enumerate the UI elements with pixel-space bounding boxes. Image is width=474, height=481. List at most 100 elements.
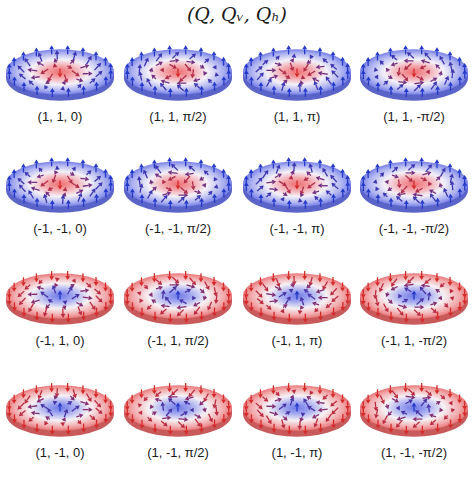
arrow-shaft [80,66,85,68]
arrow-shaft [363,289,364,294]
arrow-head [87,397,91,402]
arrow-head [415,188,420,192]
arrow-head [366,169,371,173]
spin-arrow [137,291,142,296]
arrow-head [303,289,308,293]
arrow-head [98,410,103,414]
arrow-head [177,305,181,310]
arrow-shaft [398,68,400,73]
arrow-shaft [154,312,155,317]
arrow-shaft [131,61,132,66]
spin-arrow [361,182,366,191]
spin-arrow [331,277,336,286]
spin-arrow [406,175,413,182]
arrow-shaft [290,63,292,68]
spin-arrow [445,76,449,85]
arrow-head [155,165,159,170]
arrow-shaft [152,189,154,191]
arrow-head [19,73,24,77]
spin-arrow [420,65,426,69]
arrow-head [331,51,336,55]
spin-arrow [72,167,76,172]
arrow-shaft [144,285,145,286]
arrow-head [77,84,81,89]
arrow-head [125,301,130,305]
arrow-shaft [9,296,10,301]
arrow-head [403,304,408,309]
arrow-shaft [316,80,320,82]
spin-arrow [130,169,135,178]
arrow-shaft [301,84,303,85]
spin-arrow [431,81,437,89]
spin-arrow [286,296,291,304]
arrow-head [361,70,366,74]
arrow-head [94,51,99,55]
spin-arrow [388,75,393,79]
arrow-shaft [161,198,165,203]
arrow-shaft [419,188,423,190]
arrow-head [38,395,42,400]
arrow-shaft [170,64,174,66]
spin-arrow [281,82,286,91]
arrow-shaft [223,80,224,85]
spin-arrow [183,157,188,166]
spin-arrow [366,189,371,198]
spin-arrow [457,169,462,178]
arrow-head [190,74,195,78]
arrow-shaft [36,273,37,278]
spin-arrow [193,302,200,306]
arrow-head [411,170,415,175]
arrow-shaft [304,271,305,276]
arrow-shaft [182,75,186,79]
arrow-head [149,179,154,184]
spin-arrow [249,169,254,178]
spin-arrow [55,278,60,282]
arrow-shaft [141,167,142,172]
spin-arrow [406,170,416,175]
spin-arrow [12,189,17,198]
spin-arrow [286,45,291,54]
arrow-shaft [402,74,406,78]
disc-top [243,49,351,94]
spin-arrow [184,88,189,97]
spin-arrow [439,56,444,65]
arrow-head [191,284,196,289]
arrow-head [81,159,86,163]
arrow-shaft [431,308,434,310]
spin-arrow [318,86,323,95]
arrow-shaft [185,161,186,166]
spin-arrow [462,182,467,191]
spin-arrow [171,164,178,171]
arrow-head [153,317,158,321]
arrow-head [272,317,277,321]
spin-arrow [330,64,337,70]
arrow-head [433,302,438,307]
arrow-head [286,276,291,280]
spin-arrow [414,81,424,86]
arrow-shaft [70,62,72,64]
arrow-head [19,184,23,189]
spin-arrow [430,193,436,201]
arrow-shaft [216,295,218,300]
spin-arrow [331,308,336,317]
spin-arrow [168,314,173,323]
arrow-head [183,276,188,280]
arrow-shaft [246,74,247,79]
arrow-shaft [163,309,166,312]
arrow-shaft [342,61,343,66]
arrow-head [283,304,288,308]
arrow-shaft [266,181,272,183]
arrow-shaft [105,80,106,85]
arrow-head [290,58,294,63]
spin-arrow [388,299,393,304]
spin-arrow [272,312,277,321]
arrow-head [17,293,22,297]
arrow-head [318,295,322,300]
arrow-shaft [132,193,133,198]
arrow-head [416,312,421,316]
arrow-head [215,72,220,77]
arrow-head [125,175,130,179]
arrow-head [149,67,154,72]
arrow-shaft [201,90,202,95]
arrow-head [306,171,311,176]
